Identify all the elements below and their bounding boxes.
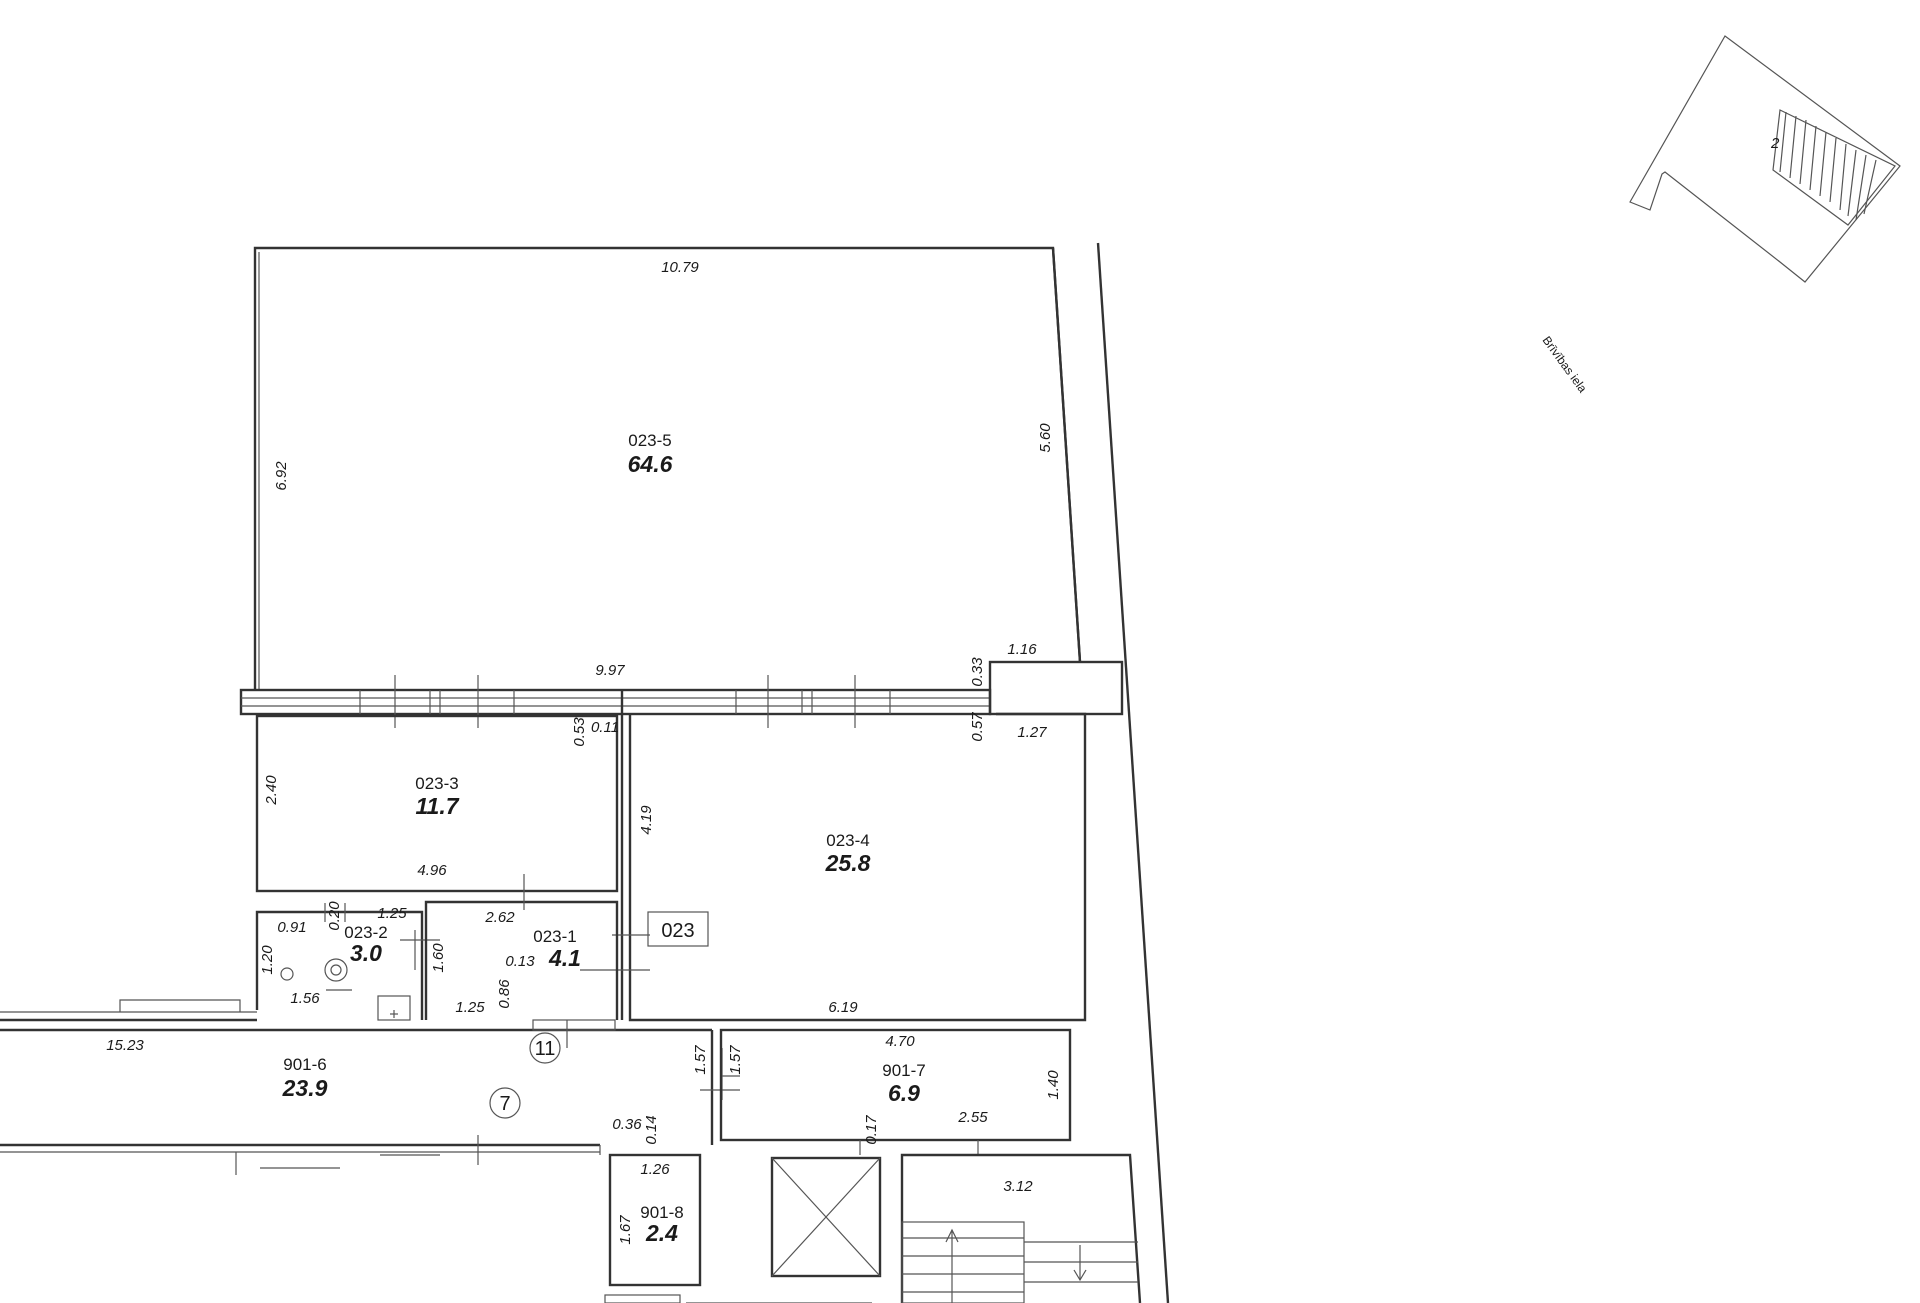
svg-text:023: 023 bbox=[661, 920, 694, 942]
building-inset: 2 bbox=[1629, 35, 1901, 283]
staircase-hatch bbox=[1772, 109, 1896, 226]
svg-text:0.36: 0.36 bbox=[612, 1116, 642, 1133]
svg-text:11: 11 bbox=[535, 1038, 556, 1060]
svg-text:1.27: 1.27 bbox=[1017, 724, 1047, 741]
elevator-shaft bbox=[686, 1156, 882, 1303]
svg-text:4.19: 4.19 bbox=[638, 805, 655, 835]
room-id: 023-3 bbox=[415, 774, 458, 793]
dimension-labels: 10.79 6.92 5.60 9.97 1.16 0.33 0.57 1.27… bbox=[106, 259, 1062, 1245]
svg-text:9.97: 9.97 bbox=[595, 662, 625, 679]
room-023-5 bbox=[253, 246, 1082, 690]
room-area: 23.9 bbox=[282, 1075, 328, 1101]
marker-7: 7 bbox=[489, 1087, 521, 1119]
outer-wall-diagonal bbox=[1096, 242, 1170, 1303]
room-901-6 bbox=[0, 999, 740, 1175]
room-id: 023-5 bbox=[628, 431, 671, 450]
room-id: 901-7 bbox=[882, 1061, 925, 1080]
svg-text:1.56: 1.56 bbox=[290, 990, 320, 1007]
room-023-1 bbox=[424, 874, 619, 1020]
svg-text:0.91: 0.91 bbox=[277, 919, 306, 936]
room-area: 64.6 bbox=[628, 451, 673, 477]
room-901-8 bbox=[599, 1145, 702, 1303]
room-id: 901-6 bbox=[283, 1055, 326, 1074]
svg-text:1.25: 1.25 bbox=[377, 905, 407, 922]
svg-text:0.14: 0.14 bbox=[643, 1115, 660, 1144]
room-area: 4.1 bbox=[548, 945, 581, 971]
room-id: 901-8 bbox=[640, 1203, 683, 1222]
building-label: 2 bbox=[1770, 135, 1780, 152]
svg-text:5.60: 5.60 bbox=[1037, 423, 1054, 453]
svg-text:0.53: 0.53 bbox=[571, 717, 588, 747]
svg-text:2.55: 2.55 bbox=[957, 1109, 988, 1126]
svg-text:3.12: 3.12 bbox=[1003, 1178, 1033, 1195]
svg-text:6.19: 6.19 bbox=[828, 999, 858, 1016]
room-id: 023-1 bbox=[533, 927, 576, 946]
svg-text:0.20: 0.20 bbox=[326, 901, 343, 931]
room-area: 6.9 bbox=[888, 1080, 920, 1106]
wall-band bbox=[239, 660, 1124, 728]
svg-text:6.92: 6.92 bbox=[273, 461, 290, 491]
room-023-3 bbox=[255, 714, 619, 893]
svg-text:1.57: 1.57 bbox=[692, 1045, 709, 1075]
staircase bbox=[900, 1153, 1142, 1303]
room-023-4 bbox=[612, 690, 1087, 1022]
svg-text:1.40: 1.40 bbox=[1045, 1070, 1062, 1100]
room-id: 023-2 bbox=[344, 923, 387, 942]
street-label: Brīvības iela bbox=[1540, 334, 1590, 396]
marker-11: 11 bbox=[529, 1032, 561, 1064]
room-area: 11.7 bbox=[415, 793, 459, 819]
svg-text:0.13: 0.13 bbox=[505, 953, 535, 970]
svg-text:1.67: 1.67 bbox=[617, 1215, 634, 1245]
svg-text:1.60: 1.60 bbox=[430, 943, 447, 973]
svg-text:1.25: 1.25 bbox=[455, 999, 485, 1016]
svg-text:0.57: 0.57 bbox=[969, 712, 986, 742]
svg-text:4.70: 4.70 bbox=[885, 1033, 915, 1050]
svg-text:2.40: 2.40 bbox=[263, 775, 280, 806]
svg-text:0.17: 0.17 bbox=[863, 1115, 880, 1145]
svg-text:10.79: 10.79 bbox=[661, 259, 699, 276]
svg-text:1.26: 1.26 bbox=[640, 1161, 670, 1178]
svg-text:0.86: 0.86 bbox=[496, 979, 513, 1009]
svg-text:2.62: 2.62 bbox=[484, 909, 515, 926]
room-area: 25.8 bbox=[825, 850, 871, 876]
room-area: 3.0 bbox=[350, 940, 382, 966]
svg-text:1.57: 1.57 bbox=[727, 1045, 744, 1075]
room-023-2 bbox=[255, 903, 440, 1021]
room-id: 023-4 bbox=[826, 831, 869, 850]
apartment-label: 023 bbox=[647, 911, 709, 947]
svg-text:7: 7 bbox=[499, 1093, 510, 1115]
room-901-7 bbox=[719, 1028, 1072, 1155]
svg-text:0.33: 0.33 bbox=[969, 657, 986, 687]
svg-text:1.16: 1.16 bbox=[1007, 641, 1037, 658]
svg-text:4.96: 4.96 bbox=[417, 862, 447, 879]
room-area: 2.4 bbox=[645, 1220, 678, 1246]
svg-text:1.20: 1.20 bbox=[259, 945, 276, 975]
svg-text:0.11: 0.11 bbox=[591, 719, 619, 736]
svg-text:15.23: 15.23 bbox=[106, 1037, 144, 1054]
